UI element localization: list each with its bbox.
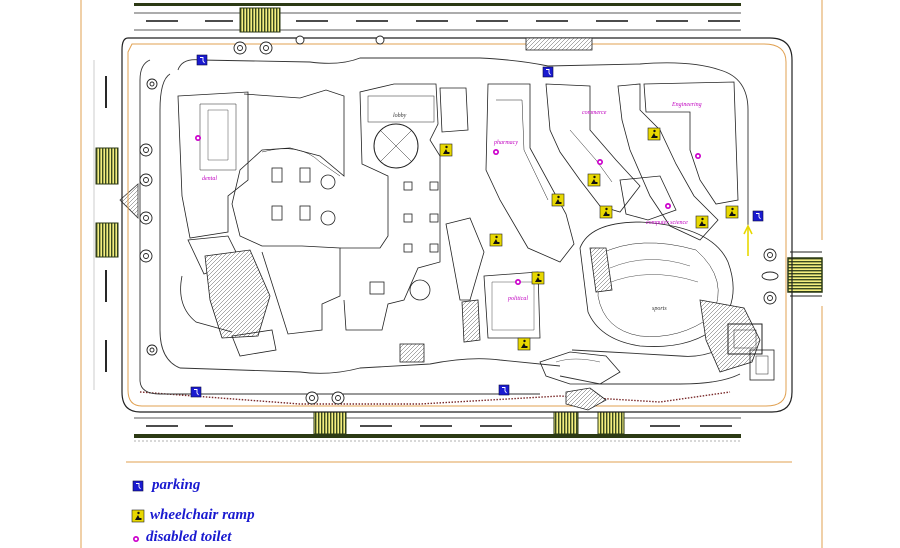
label-computer-science: computer science bbox=[646, 220, 688, 226]
right-road bbox=[787, 251, 823, 297]
legend-icons bbox=[131, 480, 145, 542]
sports-arena bbox=[525, 37, 775, 411]
legend-parking-label: parking bbox=[152, 477, 201, 493]
middle-right-buildings bbox=[439, 81, 739, 343]
label-lobby: lobby bbox=[393, 113, 407, 119]
ramp-arrow bbox=[743, 224, 753, 256]
legend-wheelchair-ramp: wheelchair ramp bbox=[150, 507, 255, 524]
top-road bbox=[134, 3, 741, 33]
bottom-road bbox=[134, 411, 741, 442]
ring-road bbox=[139, 57, 749, 395]
legend-disabled-toilet: disabled toilet bbox=[146, 529, 231, 546]
label-sports: sports bbox=[652, 306, 667, 312]
legend-disabled-toilet-label: disabled toilet bbox=[146, 529, 232, 545]
label-engineering: Engineering bbox=[672, 102, 702, 108]
page-frame bbox=[80, 0, 823, 548]
central-complex bbox=[231, 83, 441, 363]
label-pharmacy: pharmacy bbox=[494, 140, 518, 146]
label-political: political bbox=[508, 296, 528, 302]
site-boundary bbox=[121, 37, 793, 413]
wheelchair-ramp-markers bbox=[439, 127, 739, 351]
label-commerce: commerce bbox=[582, 110, 607, 116]
left-wing-buildings bbox=[177, 91, 277, 357]
left-road bbox=[93, 60, 139, 390]
label-dental: dental bbox=[202, 176, 217, 182]
entrance-gates bbox=[139, 35, 779, 405]
legend-wheelchair-ramp-label: wheelchair ramp bbox=[150, 507, 255, 523]
legend-parking: parking bbox=[152, 477, 200, 494]
